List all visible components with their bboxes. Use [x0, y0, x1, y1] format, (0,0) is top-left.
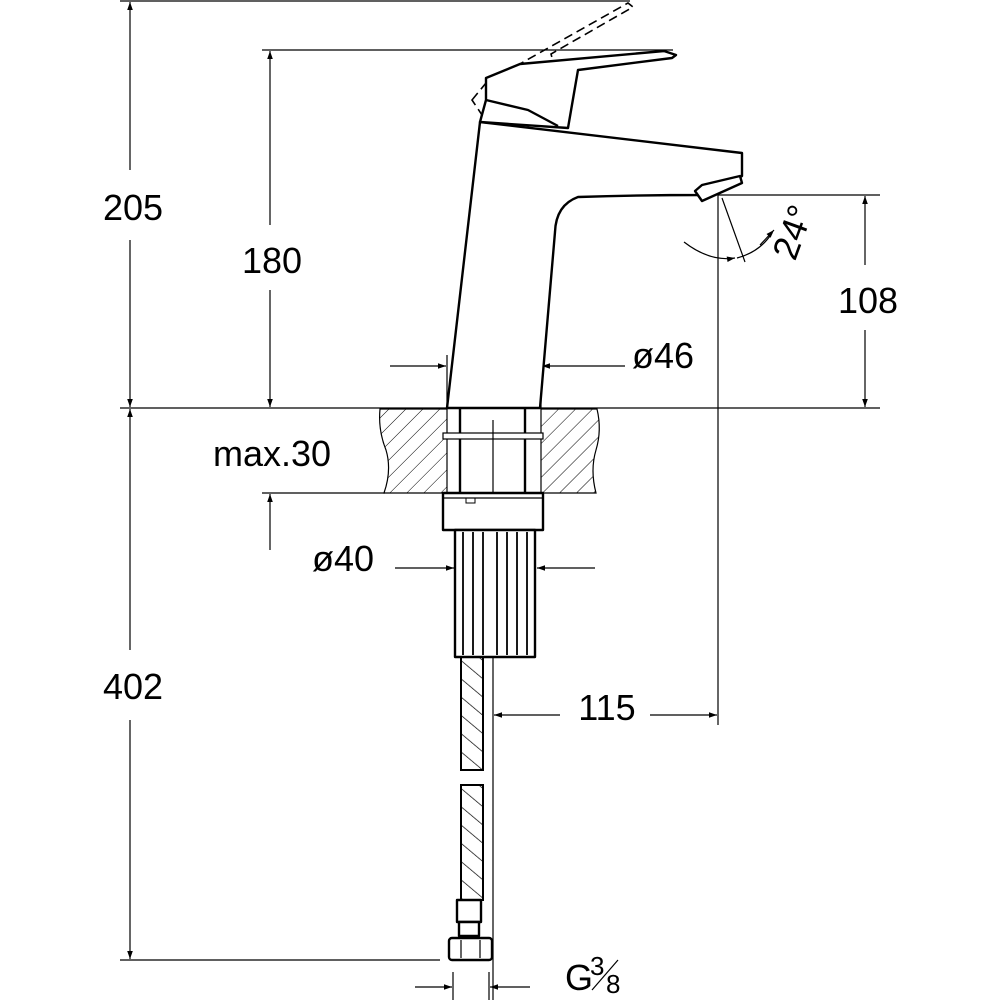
dimension-lines	[127, 2, 868, 990]
label-hose-length: 402	[103, 666, 163, 707]
label-spout-angle: 24°	[764, 200, 821, 265]
label-body-diameter: ø46	[632, 335, 694, 376]
label-spout-height: 108	[838, 280, 898, 321]
aerator	[693, 174, 744, 203]
thread-numerator: 3	[590, 951, 604, 981]
mounting-shank	[441, 409, 545, 1000]
label-shank-diameter: ø40	[312, 538, 374, 579]
flexible-hose	[447, 656, 494, 962]
thread-prefix: G	[565, 957, 593, 998]
label-deck-thickness: max.30	[213, 433, 331, 474]
lever-handle	[478, 49, 678, 130]
thread-denominator: 8	[606, 969, 620, 999]
label-total-height: 205	[103, 187, 163, 228]
dimension-labels: 205 180 108 ø46 max.30 ø40 115 402 24° G…	[103, 187, 898, 999]
label-connection-thread: G 3 8	[565, 951, 620, 999]
label-spout-reach: 115	[578, 687, 635, 728]
faucet-body	[445, 120, 744, 410]
label-body-height: 180	[242, 240, 302, 281]
countertop-section	[379, 408, 600, 494]
